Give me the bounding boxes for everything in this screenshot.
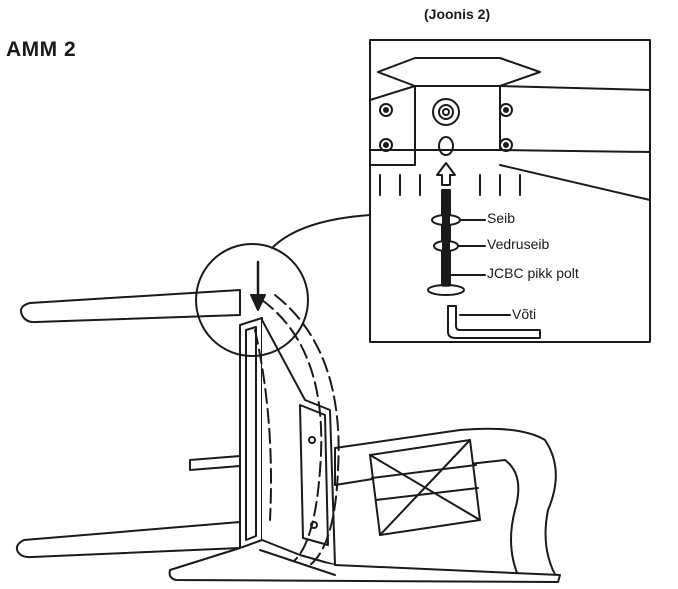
figure-label: (Joonis 2) <box>424 6 491 22</box>
detail-circle <box>195 243 309 357</box>
detail-box <box>369 39 651 343</box>
seat-board <box>168 547 561 583</box>
step-title: AMM 2 <box>6 38 77 61</box>
bolt-head <box>427 284 465 296</box>
stretcher <box>189 455 241 471</box>
leader-line <box>271 214 371 249</box>
bolt-shaft <box>441 189 451 286</box>
lower-leg <box>15 521 241 559</box>
up-arrow <box>436 162 456 186</box>
upper-leg <box>20 289 241 324</box>
rotation-path <box>261 299 323 561</box>
chair-drawing <box>15 260 561 583</box>
allen-key <box>447 305 541 339</box>
callout-washer: Seib <box>487 210 516 226</box>
callout-spring-washer: Vedruseib <box>487 236 550 252</box>
callout-bolt: JCBC pikk polt <box>487 265 579 281</box>
callout-key: Võti <box>512 306 537 322</box>
